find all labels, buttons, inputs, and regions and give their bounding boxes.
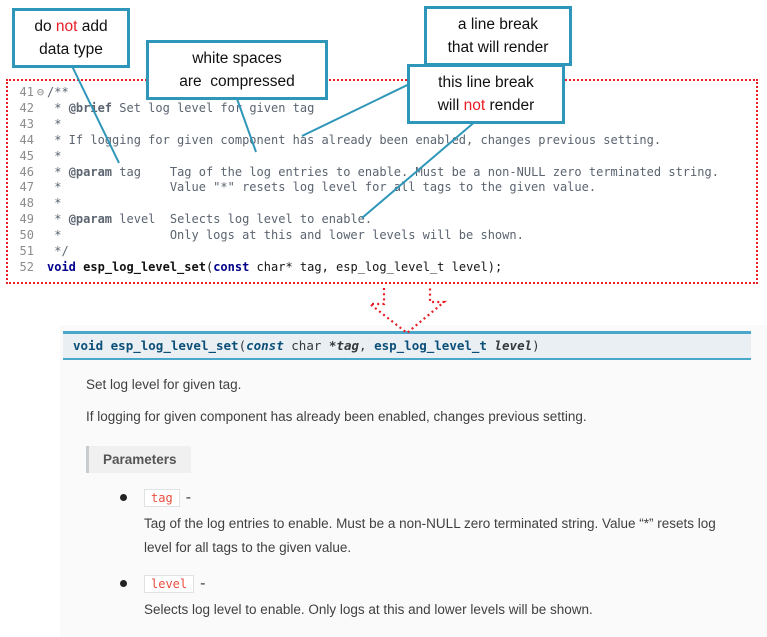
comment-text: /** <box>47 85 69 99</box>
negation-word: not <box>463 97 486 114</box>
signature-const-keyword: const <box>246 338 284 353</box>
line-number: 43 <box>19 116 34 131</box>
function-signature: void esp_log_level_set(const char *tag, … <box>63 331 751 360</box>
keyword-const: const <box>213 259 250 274</box>
param-item-tag: tag- Tag of the log entries to enable. M… <box>120 489 767 560</box>
line-number: 49 <box>19 212 34 227</box>
bullet-icon <box>120 494 127 501</box>
comment-text: * If logging for given component has alr… <box>47 132 662 147</box>
line-number: 48 <box>19 196 34 211</box>
param-name-chip: tag <box>144 489 180 507</box>
keyword-void: void <box>47 259 76 274</box>
code-line: 46 * @param tag Tag of the log entries t… <box>8 165 756 181</box>
line-number: 42 <box>19 100 34 115</box>
signature-arg-level: level <box>494 338 533 353</box>
comment-text: * @param level Selects log level to enab… <box>47 212 373 227</box>
comment-text: * @param tag Tag of the log entries to e… <box>47 164 719 179</box>
code-line: 47 * Value "*" resets log level for all … <box>8 180 756 196</box>
fold-gutter <box>34 196 47 212</box>
code-line: 42 * @brief Set log level for given tag <box>8 101 756 117</box>
code-line: 48 * <box>8 196 756 212</box>
parameters-rubric: Parameters <box>86 446 191 473</box>
code-line: 50 * Only logs at this and lower levels … <box>8 228 756 244</box>
signature-param-type: esp_log_level_t <box>374 338 487 353</box>
callout-linebreak-not-render: this line break will not render <box>407 64 565 124</box>
line-number: 45 <box>19 148 34 163</box>
signature-arg-tag: *tag <box>328 338 360 353</box>
fold-gutter <box>34 180 47 196</box>
fold-gutter <box>34 149 47 165</box>
function-declaration: void esp_log_level_set(const char* tag, … <box>47 259 503 274</box>
fold-gutter <box>34 101 47 117</box>
comment-text: */ <box>47 244 69 259</box>
code-line-declaration: 52 void esp_log_level_set(const char* ta… <box>8 260 756 276</box>
line-number: 52 <box>19 259 34 274</box>
code-line: 44 * If logging for given component has … <box>8 133 756 149</box>
code-line: 45 * <box>8 149 756 165</box>
comment-text: * Value "*" resets log level for all tag… <box>47 180 597 195</box>
doxygen-tag: @param <box>68 212 113 227</box>
param-description: Selects log level to enable. Only logs a… <box>144 602 593 618</box>
callout-no-datatype: do not add data type <box>12 8 130 68</box>
callout-whitespace-compressed: white spaces are compressed <box>146 40 328 100</box>
fold-gutter <box>34 212 47 228</box>
doc-brief-paragraph: Set log level for given tag. <box>86 377 242 392</box>
fold-gutter <box>34 228 47 244</box>
comment-text: * <box>47 116 62 131</box>
rendered-doc-panel: void esp_log_level_set(const char *tag, … <box>60 325 767 637</box>
fold-gutter <box>34 133 47 149</box>
line-number: 46 <box>19 164 34 179</box>
fold-collapse-icon: ⊖ <box>36 85 45 99</box>
comment-text: * <box>47 148 62 163</box>
param-description: Tag of the log entries to enable. Must b… <box>144 516 716 556</box>
doxygen-tag: @brief <box>68 100 113 115</box>
fold-gutter <box>34 260 47 276</box>
doxygen-tag: @param <box>68 164 113 179</box>
comment-text: * <box>47 196 62 211</box>
code-line: 41 ⊖ /** <box>8 85 756 101</box>
param-dash: - <box>185 489 192 506</box>
callout-linebreak-renders: a line break that will render <box>424 6 572 66</box>
code-line: 43 * <box>8 117 756 133</box>
doc-detail-paragraph: If logging for given component has alrea… <box>86 409 587 424</box>
line-number: 41 <box>19 85 34 99</box>
fold-gutter <box>34 244 47 260</box>
param-list: tag- Tag of the log entries to enable. M… <box>120 489 767 622</box>
code-line: 49 * @param level Selects log level to e… <box>8 212 756 228</box>
negation-word: not <box>55 18 78 35</box>
line-number: 47 <box>19 180 34 195</box>
param-dash: - <box>200 575 206 593</box>
code-line: 51 */ <box>8 244 756 260</box>
line-number: 44 <box>19 132 34 147</box>
line-number: 50 <box>19 228 34 243</box>
bullet-icon <box>120 580 127 588</box>
signature-function-name: esp_log_level_set <box>110 338 239 353</box>
function-name: esp_log_level_set <box>83 259 206 274</box>
code-editor-snippet: 41 ⊖ /** 42 * @brief Set log level for g… <box>6 79 758 284</box>
comment-text: * Only logs at this and lower levels wil… <box>47 228 524 243</box>
signature-return-type: void <box>73 338 111 353</box>
fold-gutter <box>34 165 47 181</box>
line-number: 51 <box>19 244 34 259</box>
fold-gutter <box>34 117 47 133</box>
comment-text: * @brief Set log level for given tag <box>47 100 315 115</box>
param-item-level: level- Selects log level to enable. Only… <box>120 575 767 622</box>
param-name-chip: level <box>144 575 195 594</box>
